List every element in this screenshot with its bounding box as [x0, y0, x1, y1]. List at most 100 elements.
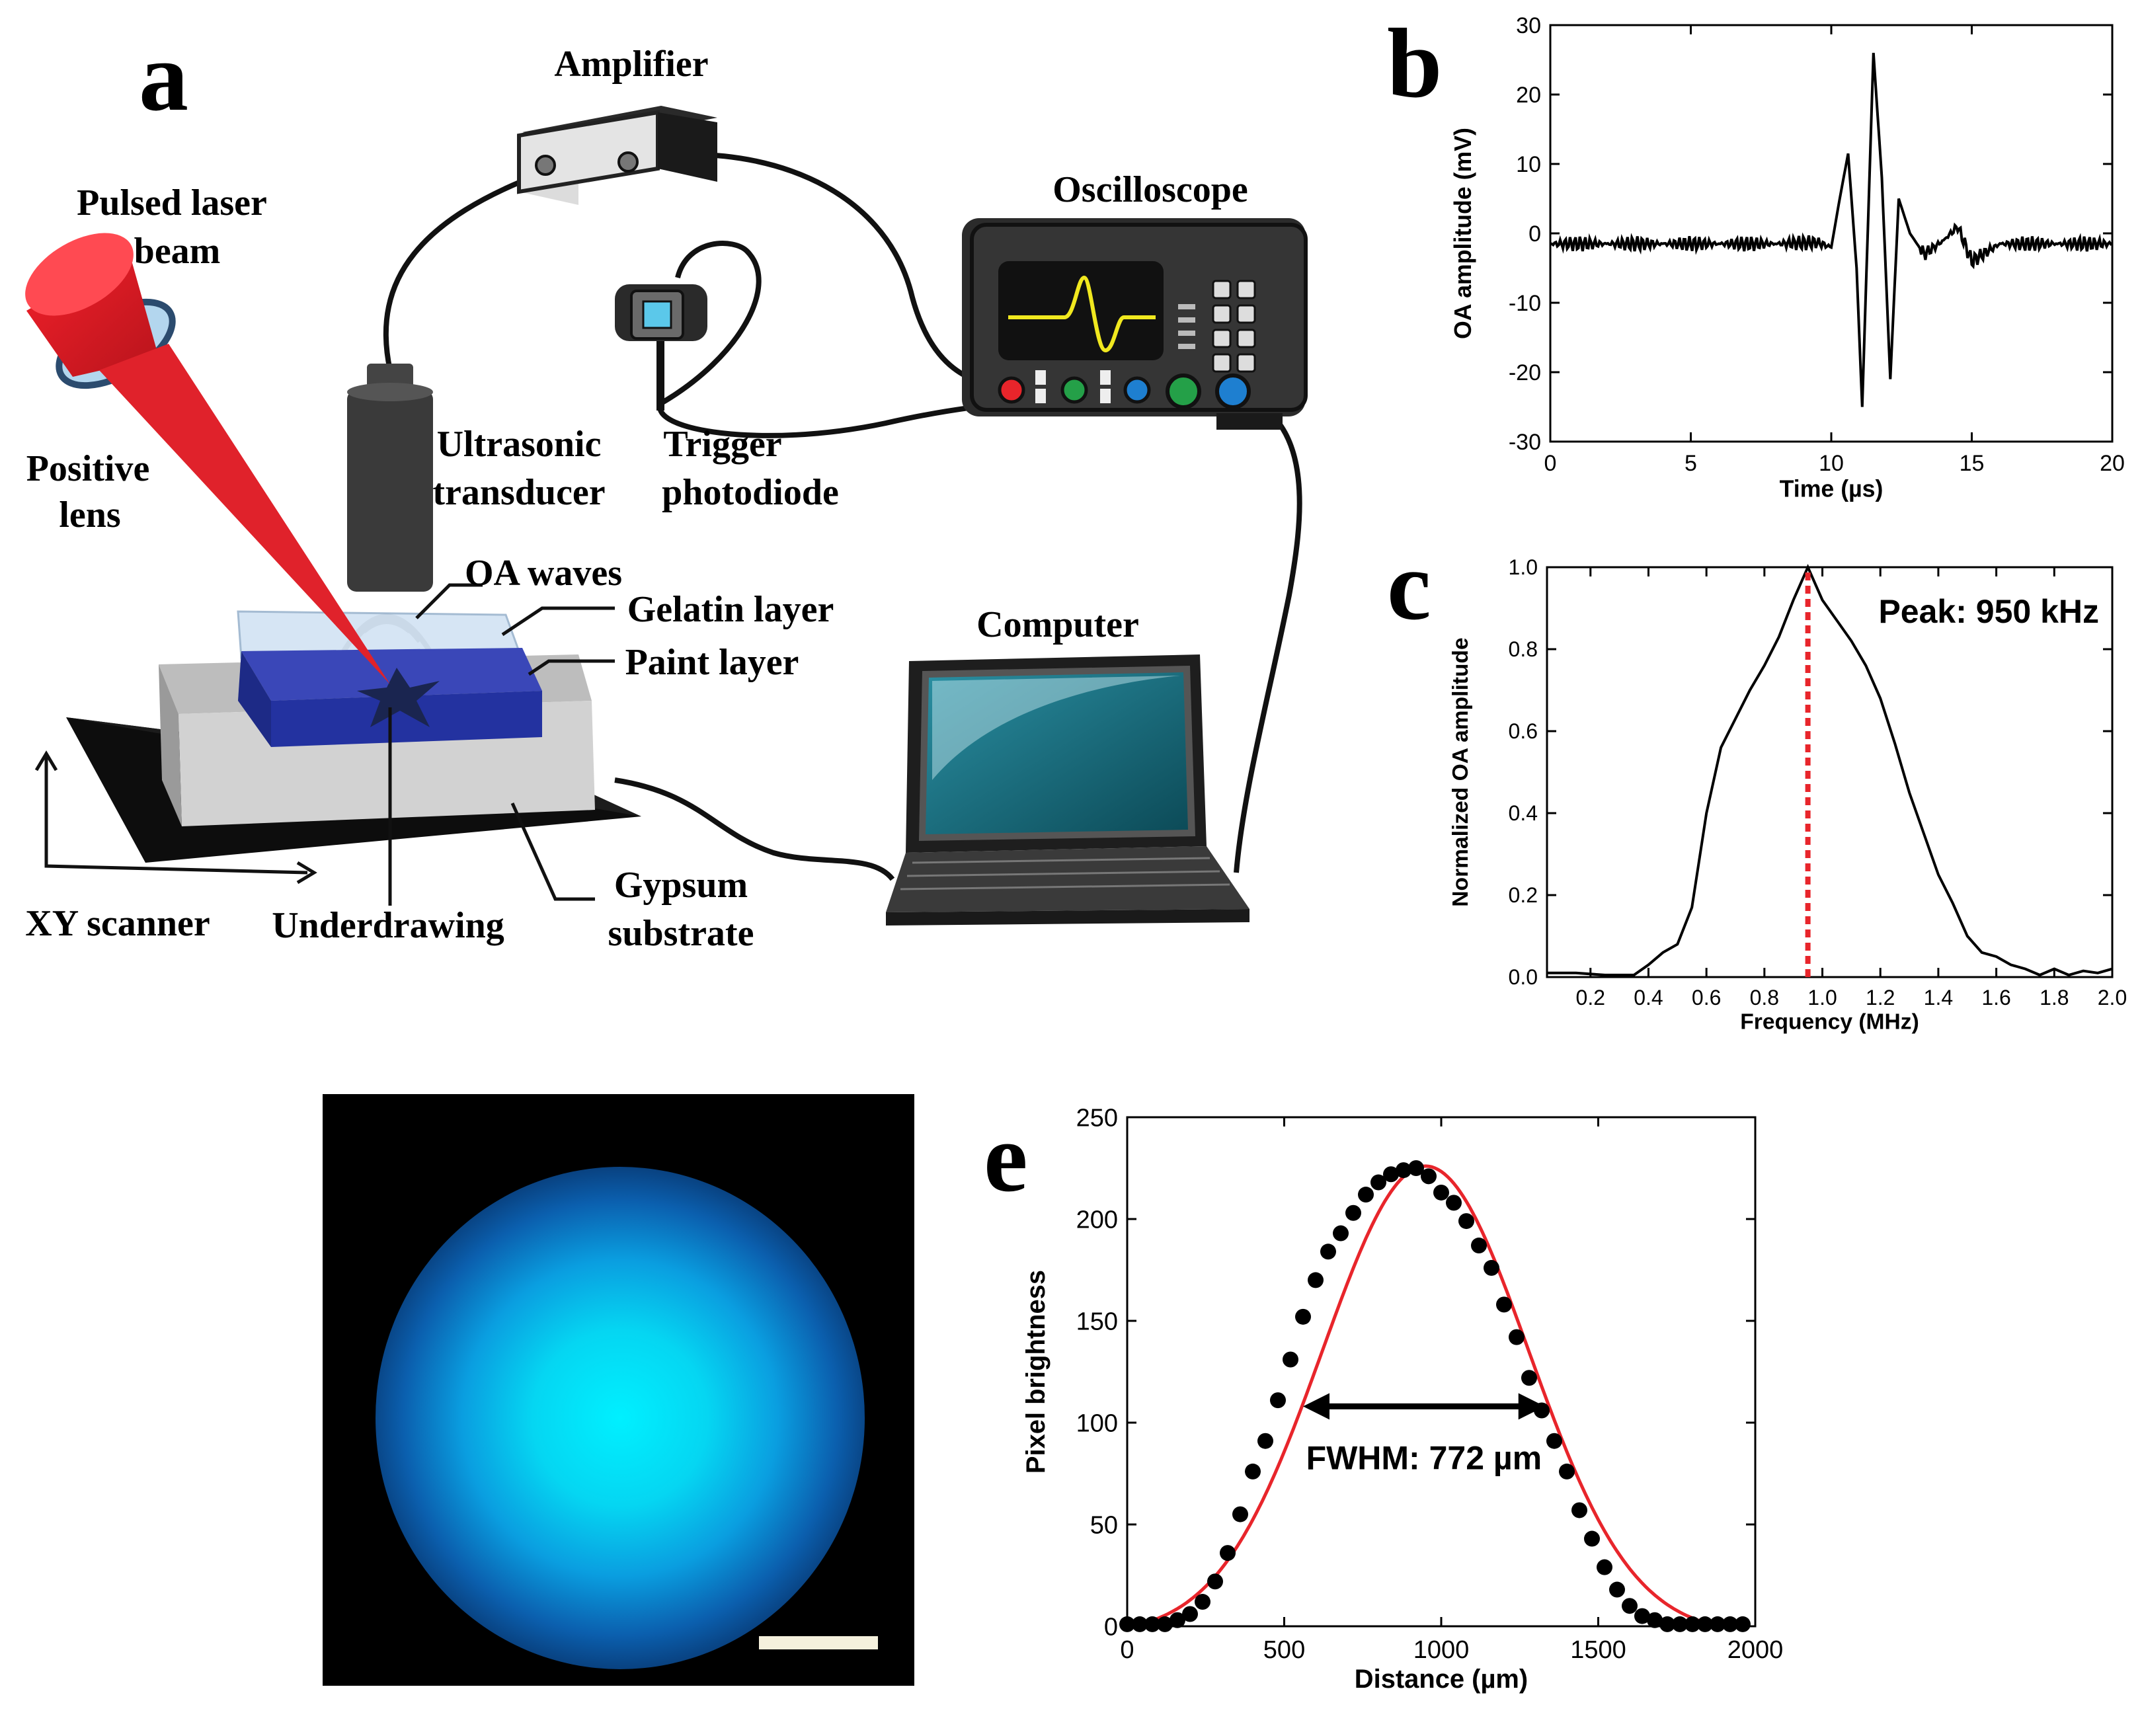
- signal-line: [1550, 52, 2113, 407]
- plot-frame: [1546, 566, 2114, 978]
- data-point: [1232, 1506, 1248, 1522]
- x-tick-label: 1000: [1413, 1636, 1470, 1664]
- data-point: [1534, 1402, 1550, 1419]
- data-point: [1408, 1160, 1424, 1176]
- label-lens-1: Positive: [26, 448, 150, 489]
- cable-transducer-amplifier: [383, 171, 543, 371]
- label-xy-scanner: XY scanner: [25, 903, 210, 944]
- cable-photodiode-oscilloscope: [657, 241, 1072, 438]
- gypsum-block: [159, 654, 595, 826]
- x-tick-label: 0.8: [1750, 986, 1779, 1009]
- data-point: [1735, 1616, 1751, 1632]
- data-point: [1722, 1616, 1738, 1632]
- data-point: [1710, 1616, 1726, 1632]
- data-point: [1697, 1616, 1713, 1632]
- laser-beam: [25, 233, 390, 684]
- x-axis-label: Distance (µm): [1355, 1665, 1528, 1694]
- plot-frame: [1126, 1116, 1757, 1628]
- data-point: [1333, 1225, 1349, 1242]
- data-point: [1509, 1329, 1525, 1345]
- data-point: [1421, 1168, 1437, 1185]
- oscilloscope-device: [962, 218, 1308, 430]
- label-oa-waves: OA waves: [465, 553, 622, 594]
- label-laser-1: Pulsed laser: [77, 182, 267, 223]
- y-axis-label: OA amplitude (mV): [1450, 128, 1476, 339]
- data-point: [1647, 1612, 1663, 1628]
- data-point: [1144, 1616, 1160, 1632]
- panel-label-a: a: [139, 22, 188, 132]
- data-point: [1283, 1351, 1298, 1368]
- label-computer: Computer: [976, 604, 1139, 645]
- data-point: [1634, 1608, 1650, 1624]
- paint-layer: [238, 648, 542, 747]
- x-tick-label: 10: [1819, 451, 1844, 476]
- x-tick-label: 0.6: [1692, 986, 1721, 1009]
- y-tick-label: 100: [1076, 1409, 1118, 1437]
- data-point: [1458, 1213, 1474, 1230]
- label-trigger-1: Trigger: [663, 424, 781, 465]
- x-tick-label: 15: [1960, 451, 1985, 476]
- cable-scanner-computer: [614, 777, 895, 881]
- y-tick-label: 0.0: [1509, 965, 1538, 989]
- data-point: [1672, 1616, 1688, 1632]
- data-point: [1584, 1530, 1600, 1547]
- data-point: [1471, 1238, 1487, 1254]
- y-tick-label: 10: [1516, 152, 1541, 177]
- gaussian-fit-line: [1127, 1164, 1709, 1630]
- laptop-computer: [886, 654, 1250, 926]
- data-point: [1685, 1616, 1700, 1632]
- y-tick-label: -30: [1509, 430, 1541, 455]
- y-tick-label: 30: [1516, 13, 1541, 38]
- label-trigger-2: photodiode: [662, 472, 839, 513]
- label-oscilloscope: Oscilloscope: [1052, 169, 1248, 210]
- label-lens-2: lens: [59, 494, 120, 535]
- label-paint: Paint layer: [625, 642, 799, 683]
- x-tick-label: 1.8: [2040, 986, 2069, 1009]
- x-tick-label: 2000: [1727, 1636, 1784, 1664]
- data-point: [1396, 1162, 1411, 1179]
- data-point: [1597, 1559, 1612, 1575]
- data-point: [1170, 1612, 1185, 1628]
- y-tick-label: 0.2: [1509, 883, 1538, 907]
- label-gypsum-1: Gypsum: [614, 865, 748, 906]
- data-point: [1257, 1433, 1273, 1449]
- data-point: [1571, 1502, 1587, 1519]
- y-tick-label: -20: [1509, 360, 1541, 385]
- plot-frame: [1549, 24, 2114, 443]
- data-point: [1195, 1594, 1210, 1610]
- x-tick-label: 0: [1120, 1636, 1134, 1664]
- panel-label-b: b: [1387, 9, 1443, 118]
- y-tick-label: 1.0: [1509, 555, 1538, 579]
- blue-spot-image: [323, 1094, 914, 1686]
- data-point: [1433, 1184, 1449, 1201]
- data-point: [1345, 1204, 1361, 1221]
- panel-label-e: e: [984, 1103, 1028, 1212]
- data-point: [1659, 1616, 1675, 1632]
- y-tick-label: 20: [1516, 83, 1541, 108]
- y-tick-label: 200: [1076, 1206, 1118, 1234]
- data-point: [1559, 1463, 1575, 1480]
- blue-spot-halo: [376, 1167, 865, 1669]
- x-tick-label: 2.0: [2098, 986, 2127, 1009]
- fwhm-annotation: FWHM: 772 µm: [1306, 1439, 1542, 1476]
- x-tick-label: 1.2: [1866, 986, 1895, 1009]
- fwhm-arrow-right: [1518, 1393, 1545, 1420]
- x-tick-label: 1.6: [1981, 986, 2010, 1009]
- data-point: [1157, 1616, 1173, 1632]
- y-tick-label: 150: [1076, 1308, 1118, 1335]
- data-point: [1320, 1243, 1336, 1260]
- label-amplifier: Amplifier: [554, 44, 708, 85]
- data-point: [1270, 1392, 1286, 1409]
- x-tick-label: 1.4: [1924, 986, 1953, 1009]
- fwhm-arrow-left: [1303, 1393, 1329, 1420]
- x-tick-label: 0: [1544, 451, 1557, 476]
- y-tick-label: -10: [1509, 291, 1541, 316]
- data-point: [1446, 1195, 1462, 1211]
- amplifier-box: [517, 106, 717, 205]
- peak-annotation: Peak: 950 kHz: [1878, 593, 2099, 630]
- cable-oscilloscope-computer: [1234, 394, 1302, 873]
